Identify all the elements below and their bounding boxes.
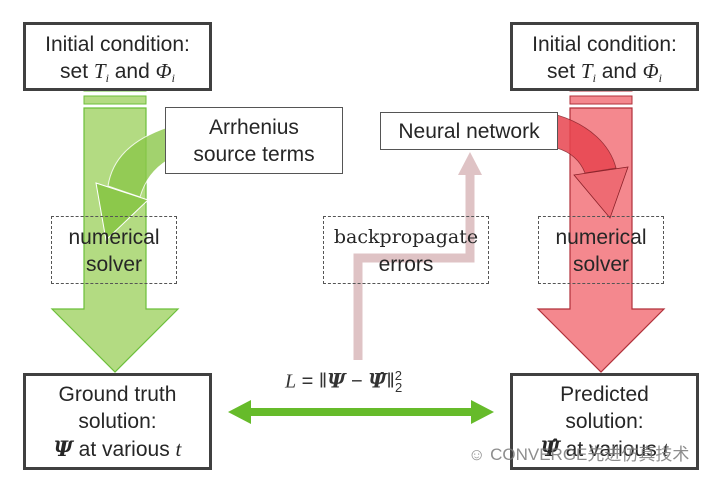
solver-label-1: numerical bbox=[68, 226, 160, 249]
backpropagate-label: backpropagate bbox=[333, 226, 479, 248]
ground-truth-box: Ground truth solution: Ψ at various t bbox=[23, 373, 212, 470]
backpropagate-errors-box: backpropagate errors bbox=[323, 216, 489, 284]
solution-label: solution: bbox=[565, 410, 644, 433]
solver-label-2: solver bbox=[572, 253, 630, 276]
arrhenius-source-terms-box: Arrhenius source terms bbox=[165, 107, 343, 174]
numerical-solver-box-left: numerical solver bbox=[51, 216, 177, 284]
initial-condition-values: set Ti and Φi bbox=[547, 59, 662, 85]
ground-truth-label: Ground truth bbox=[58, 383, 177, 406]
neural-network-box: Neural network bbox=[380, 112, 558, 150]
errors-label: errors bbox=[378, 253, 434, 276]
arrhenius-label: Arrhenius bbox=[209, 116, 299, 139]
predicted-label: Predicted bbox=[560, 383, 649, 406]
initial-condition-label: Initial condition: bbox=[532, 33, 677, 56]
predicted-solution-box: Predicted solution: Ψ̂ at various t bbox=[510, 373, 699, 470]
watermark: ☺ CONVERGE先进仿真技术 bbox=[468, 440, 689, 465]
green-curved-arrow bbox=[95, 126, 169, 242]
red-curved-arrow bbox=[556, 114, 629, 219]
initial-condition-values: set Ti and Φi bbox=[60, 59, 175, 85]
initial-condition-label: Initial condition: bbox=[45, 33, 190, 56]
numerical-solver-box-right: numerical solver bbox=[538, 216, 664, 284]
loss-formula: L = ‖Ψ − Ψ̂‖22 bbox=[285, 368, 403, 395]
psihat-at-various-t: Ψ̂ at various t bbox=[540, 436, 669, 461]
source-terms-label: source terms bbox=[193, 143, 315, 166]
loss-double-arrow[interactable] bbox=[228, 400, 494, 424]
solver-label-1: numerical bbox=[555, 226, 647, 249]
neural-network-label: Neural network bbox=[398, 120, 540, 143]
solver-label-2: solver bbox=[85, 253, 143, 276]
solution-label: solution: bbox=[78, 410, 157, 433]
watermark-text: CONVERGE先进仿真技术 bbox=[490, 445, 690, 464]
wechat-icon: ☺ bbox=[468, 445, 486, 464]
psi-at-various-t: Ψ at various t bbox=[53, 436, 182, 461]
initial-condition-box-left: Initial condition: set Ti and Φi bbox=[23, 22, 212, 91]
initial-condition-box-right: Initial condition: set Ti and Φi bbox=[510, 22, 699, 91]
